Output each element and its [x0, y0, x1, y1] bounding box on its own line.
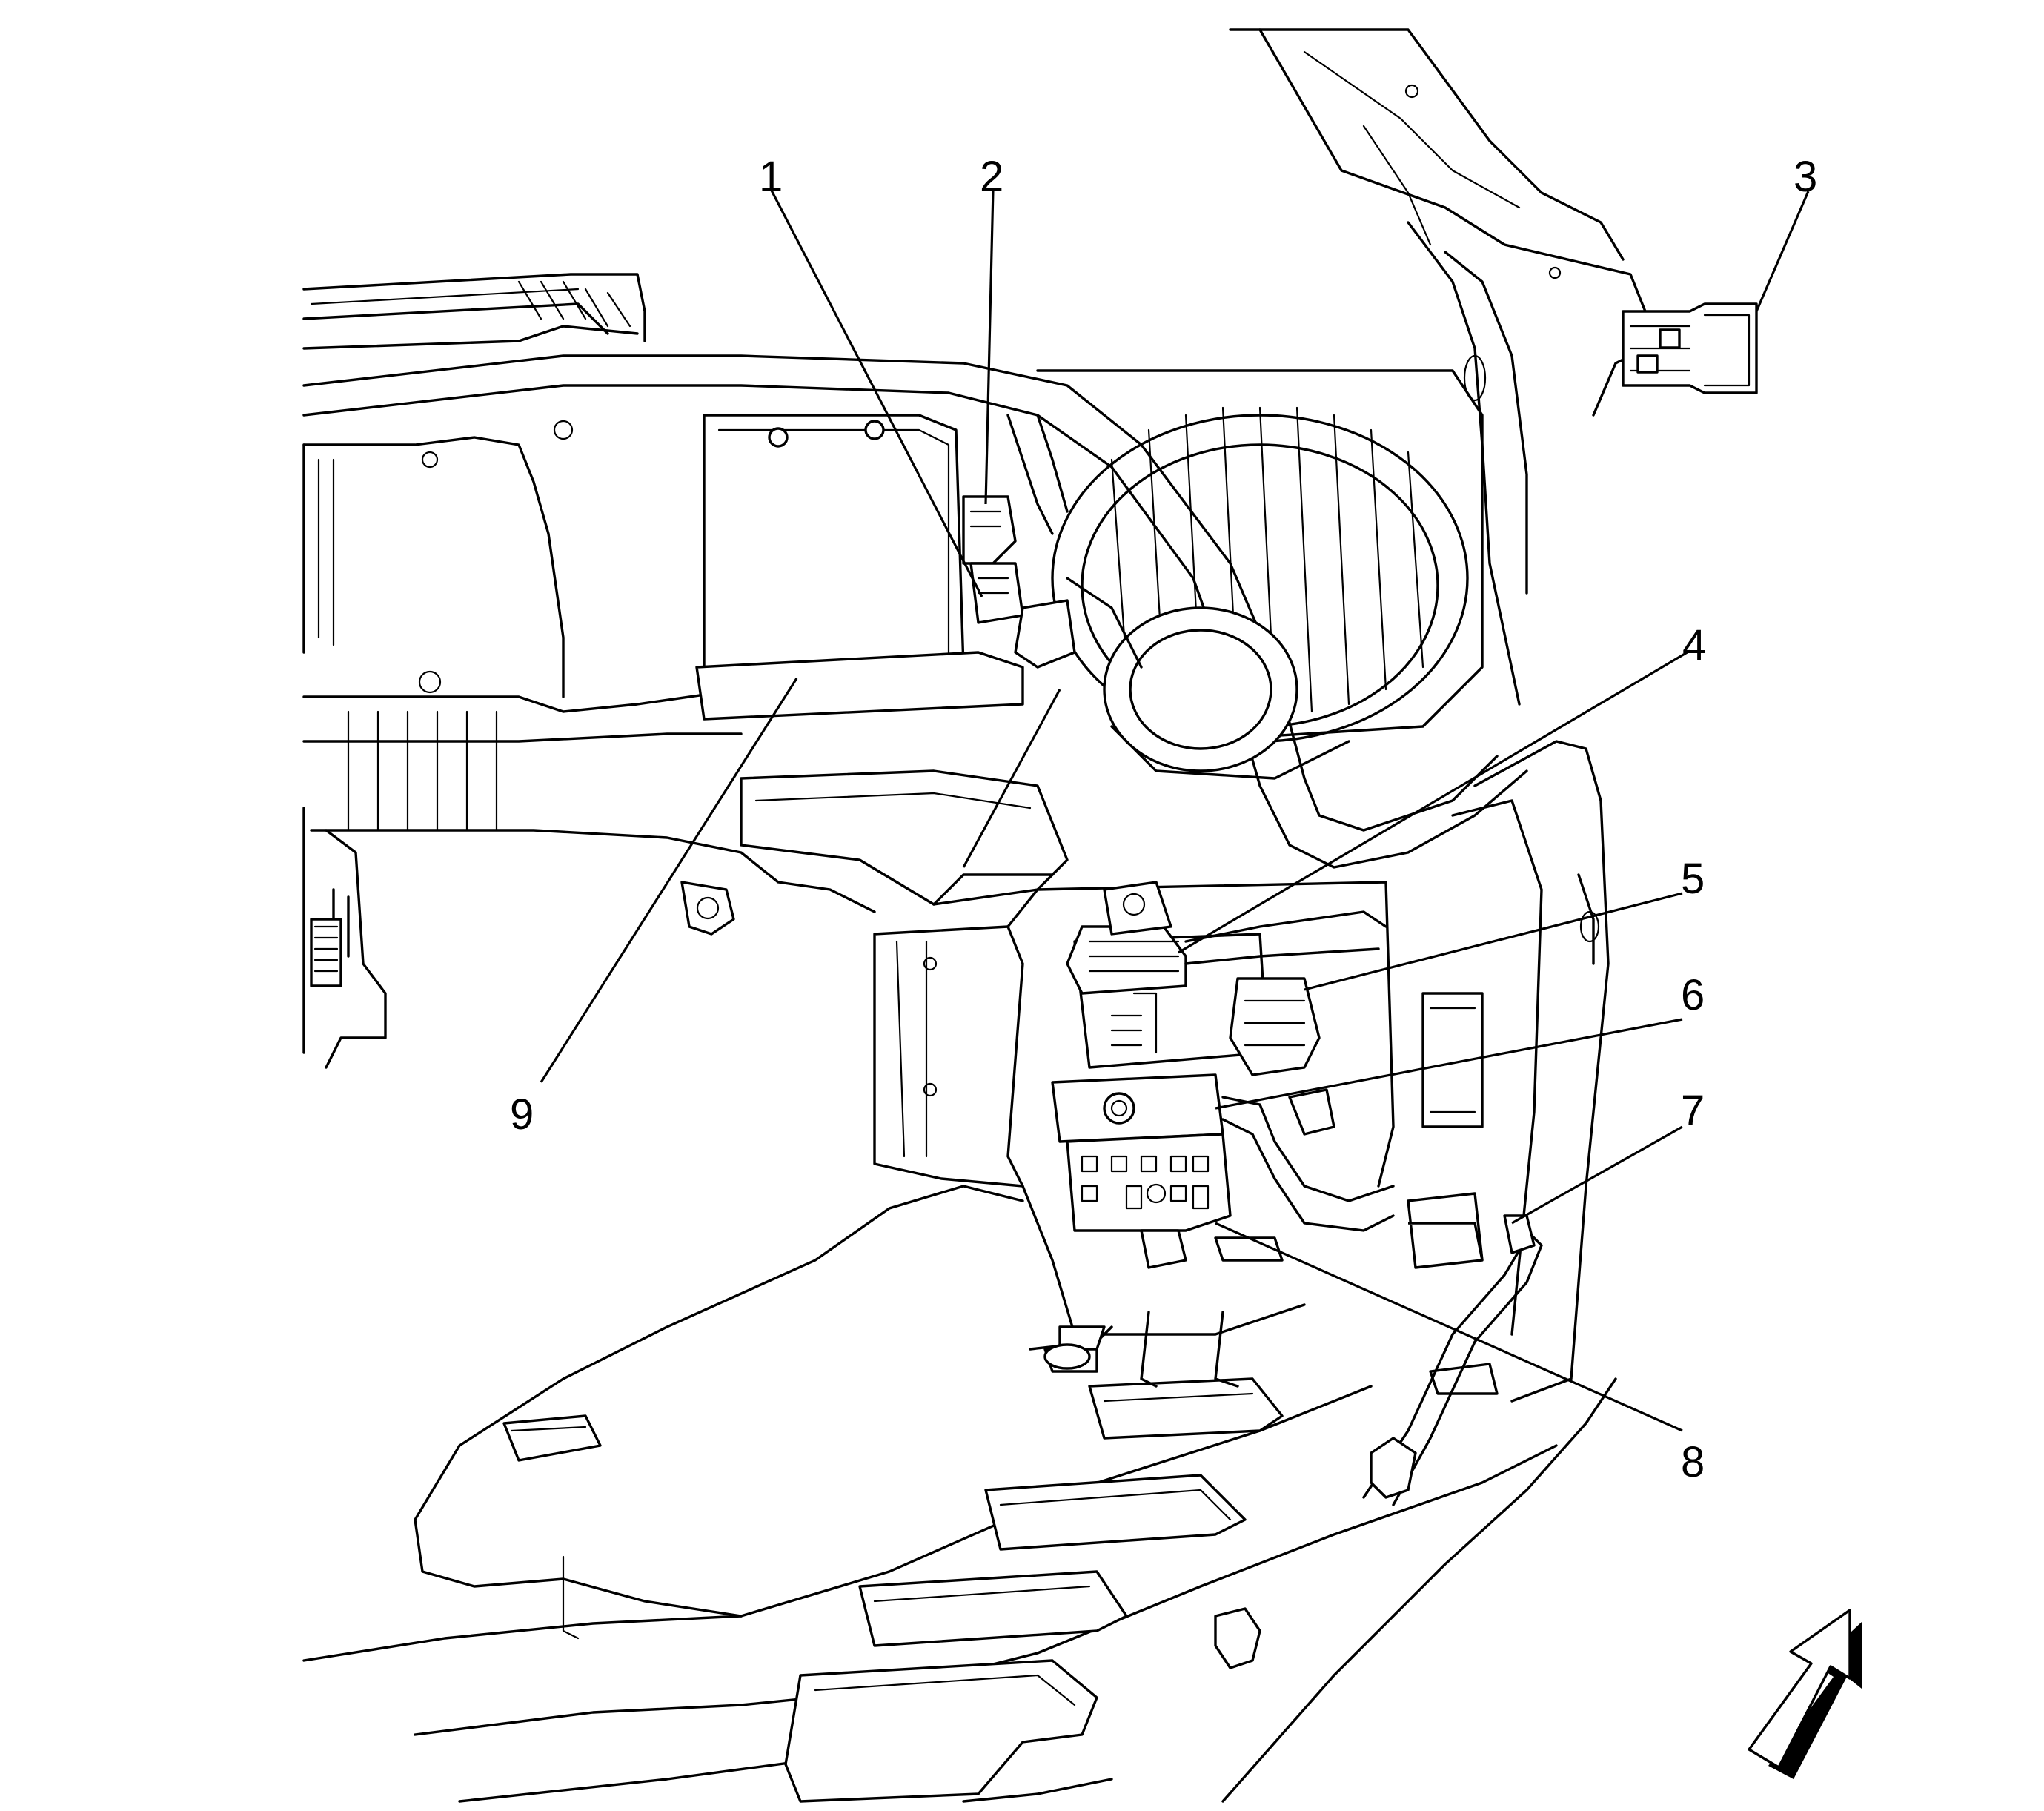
leader-8 — [1215, 1222, 1683, 1432]
callout-4: 4 — [1682, 621, 1706, 669]
leader-9b — [962, 689, 1061, 868]
callout-6: 6 — [1681, 971, 1705, 1019]
leader-9 — [540, 678, 798, 1083]
connector-3 — [1622, 302, 1758, 394]
leader-5 — [1304, 892, 1683, 991]
mounting-bracket — [873, 881, 1395, 1351]
callout-5: 5 — [1681, 855, 1705, 903]
leader-lines — [540, 188, 1810, 1432]
view-direction-arrow-icon — [1748, 1609, 1862, 1779]
floor-pan — [302, 1185, 1617, 1803]
callout-2: 2 — [980, 153, 1003, 201]
leader-6 — [1215, 1018, 1683, 1110]
leader-7 — [1511, 1125, 1683, 1225]
leader-2 — [984, 188, 995, 505]
side-panel — [1407, 740, 1610, 1403]
module-housing — [695, 414, 1024, 721]
fuse-block — [1051, 881, 1395, 1269]
callout-9: 9 — [510, 1090, 534, 1139]
connectors-1-2 — [962, 414, 1076, 669]
blower-motor — [1036, 369, 1484, 780]
leader-1 — [769, 188, 983, 597]
callout-1: 1 — [759, 153, 783, 201]
hvac-housing — [302, 273, 876, 1069]
callout-3: 3 — [1794, 153, 1817, 201]
pillar-structure — [1229, 28, 1647, 706]
callout-7: 7 — [1681, 1087, 1705, 1135]
leader-4 — [1178, 649, 1690, 954]
callout-8: 8 — [1681, 1438, 1705, 1486]
callout-labels: 1 2 3 4 5 6 7 8 9 — [510, 153, 1817, 1486]
leader-3 — [1755, 191, 1810, 312]
